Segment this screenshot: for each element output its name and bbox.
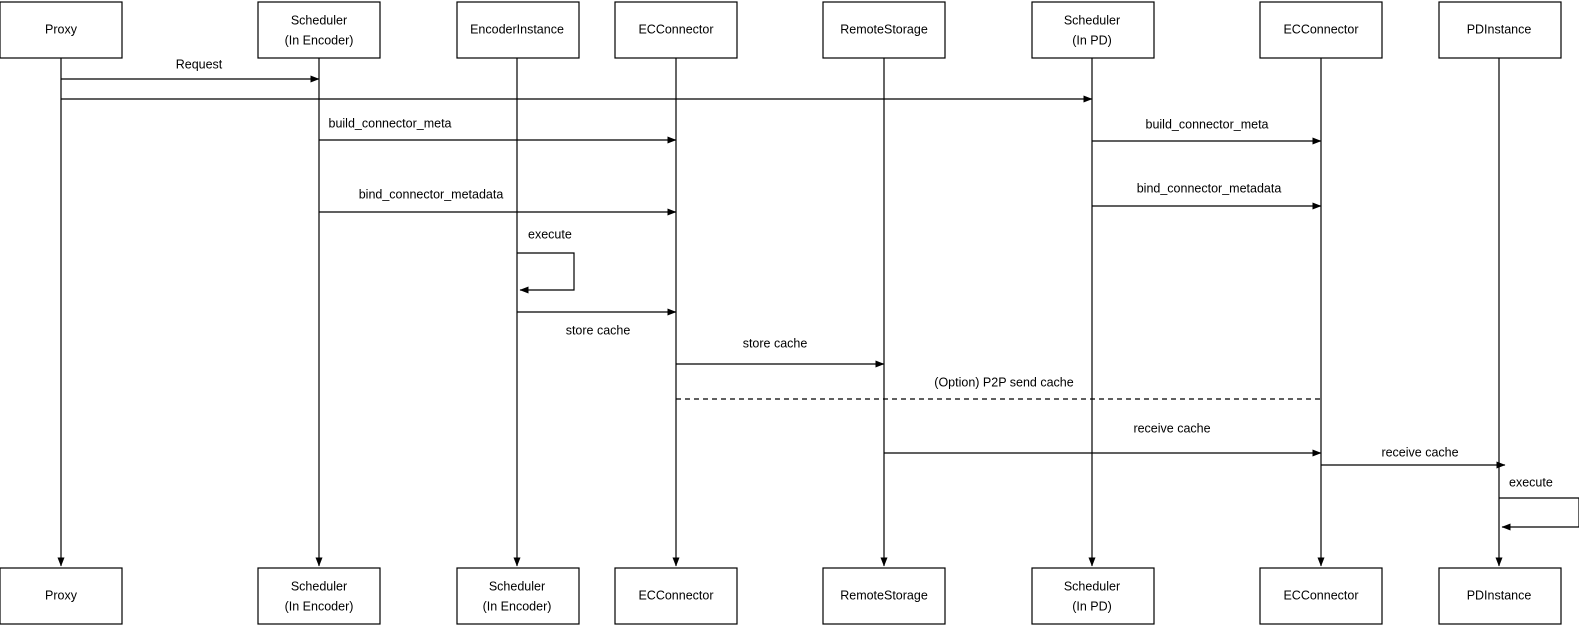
message-label: Request <box>176 57 223 71</box>
message-label: bind_connector_metadata <box>359 187 504 201</box>
message-m9[interactable]: (Option) P2P send cache <box>676 375 1321 400</box>
participant-header-box[interactable] <box>1438 1 1562 59</box>
participant-header-label-line1: ECConnector <box>1283 22 1358 36</box>
participant-footer-box[interactable] <box>1259 567 1383 625</box>
self-calls-group: execute execute <box>517 227 1579 531</box>
participant-header-label-line1: Proxy <box>45 22 78 36</box>
participant-header-remote_store[interactable]: RemoteStorage <box>822 1 946 59</box>
participant-header-pd_inst[interactable]: PDInstance <box>1438 1 1562 59</box>
participant-header-box[interactable] <box>822 1 946 59</box>
message-label: build_connector_meta <box>329 116 452 130</box>
message-label: build_connector_meta <box>1146 117 1269 131</box>
header-boxes-group: Proxy Scheduler (In Encoder) EncoderInstanc… <box>0 1 1562 59</box>
participant-footer-remote_store[interactable]: RemoteStorage <box>822 567 946 625</box>
message-m8[interactable]: store cache <box>676 336 885 368</box>
participant-footer-sched_pd[interactable]: Scheduler (In PD) <box>1031 567 1155 625</box>
participant-footer-box[interactable] <box>1031 567 1155 625</box>
participant-header-sched_pd[interactable]: Scheduler (In PD) <box>1031 1 1155 59</box>
message-m5[interactable]: bind_connector_metadata <box>319 187 677 216</box>
self-call-s1[interactable]: execute <box>517 227 575 294</box>
message-label: store cache <box>566 323 631 337</box>
participant-footer-ec_conn_enc[interactable]: ECConnector <box>614 567 738 625</box>
participant-header-proxy[interactable]: Proxy <box>0 1 123 59</box>
participant-header-box[interactable] <box>257 1 381 59</box>
message-m4[interactable]: build_connector_meta <box>1092 117 1322 145</box>
participant-footer-ec_conn_pd[interactable]: ECConnector <box>1259 567 1383 625</box>
message-m10[interactable]: receive cache <box>884 421 1322 457</box>
participant-header-box[interactable] <box>1031 1 1155 59</box>
participant-header-label-line1: Scheduler <box>1064 13 1120 27</box>
self-call-path[interactable] <box>517 252 575 294</box>
message-label: bind_connector_metadata <box>1137 181 1282 195</box>
participant-header-box[interactable] <box>1259 1 1383 59</box>
participant-footer-label-line1: ECConnector <box>638 588 713 602</box>
footer-boxes-group: Proxy Scheduler (In Encoder) Scheduler (In E… <box>0 567 1562 625</box>
participant-header-encoder_inst[interactable]: EncoderInstance <box>456 1 580 59</box>
self-call-label: execute <box>528 227 572 241</box>
message-m1[interactable]: Request <box>61 57 320 83</box>
participant-footer-encoder_inst[interactable]: Scheduler (In Encoder) <box>456 567 580 625</box>
message-label: (Option) P2P send cache <box>934 375 1073 389</box>
messages-group: Request build_connector_meta build_connect… <box>61 57 1506 469</box>
participant-footer-pd_inst[interactable]: PDInstance <box>1438 567 1562 625</box>
participant-footer-label-line1: RemoteStorage <box>840 588 928 602</box>
message-label: store cache <box>743 336 808 350</box>
participant-footer-label-line2: (In Encoder) <box>285 599 354 613</box>
self-call-label: execute <box>1509 475 1553 489</box>
participant-footer-label-line1: Proxy <box>45 588 78 602</box>
participant-header-label-line1: PDInstance <box>1467 22 1532 36</box>
participant-header-sched_enc[interactable]: Scheduler (In Encoder) <box>257 1 381 59</box>
participant-header-ec_conn_pd[interactable]: ECConnector <box>1259 1 1383 59</box>
message-label: receive cache <box>1133 421 1210 435</box>
participant-footer-label-line1: ECConnector <box>1283 588 1358 602</box>
message-m3[interactable]: build_connector_meta <box>319 116 677 144</box>
participant-header-box[interactable] <box>0 1 123 59</box>
participant-footer-label-line2: (In PD) <box>1072 599 1112 613</box>
participant-footer-sched_enc[interactable]: Scheduler (In Encoder) <box>257 567 381 625</box>
participant-footer-box[interactable] <box>614 567 738 625</box>
participant-header-box[interactable] <box>614 1 738 59</box>
message-label: receive cache <box>1381 445 1458 459</box>
participant-footer-label-line2: (In Encoder) <box>483 599 552 613</box>
participant-footer-box[interactable] <box>1438 567 1562 625</box>
participant-header-label-line1: RemoteStorage <box>840 22 928 36</box>
self-call-s2[interactable]: execute <box>1499 475 1579 531</box>
message-m6[interactable]: bind_connector_metadata <box>1092 181 1322 210</box>
participant-header-label-line1: ECConnector <box>638 22 713 36</box>
participant-header-box[interactable] <box>456 1 580 59</box>
participant-footer-box[interactable] <box>822 567 946 625</box>
participant-footer-label-line1: Scheduler <box>489 579 545 593</box>
participant-footer-label-line1: Scheduler <box>291 579 347 593</box>
participant-header-ec_conn_enc[interactable]: ECConnector <box>614 1 738 59</box>
message-m7[interactable]: store cache <box>517 308 677 337</box>
participant-footer-box[interactable] <box>0 567 123 625</box>
participant-header-label-line2: (In Encoder) <box>285 33 354 47</box>
participant-footer-proxy[interactable]: Proxy <box>0 567 123 625</box>
participant-header-label-line2: (In PD) <box>1072 33 1112 47</box>
message-m11[interactable]: receive cache <box>1321 445 1506 469</box>
participant-footer-label-line1: Scheduler <box>1064 579 1120 593</box>
participant-footer-label-line1: PDInstance <box>1467 588 1532 602</box>
participant-footer-box[interactable] <box>257 567 381 625</box>
participant-header-label-line1: Scheduler <box>291 13 347 27</box>
participant-footer-box[interactable] <box>456 567 580 625</box>
self-call-path[interactable] <box>1499 497 1579 531</box>
participant-header-label-line1: EncoderInstance <box>470 22 564 36</box>
lifelines-group <box>57 58 1503 567</box>
